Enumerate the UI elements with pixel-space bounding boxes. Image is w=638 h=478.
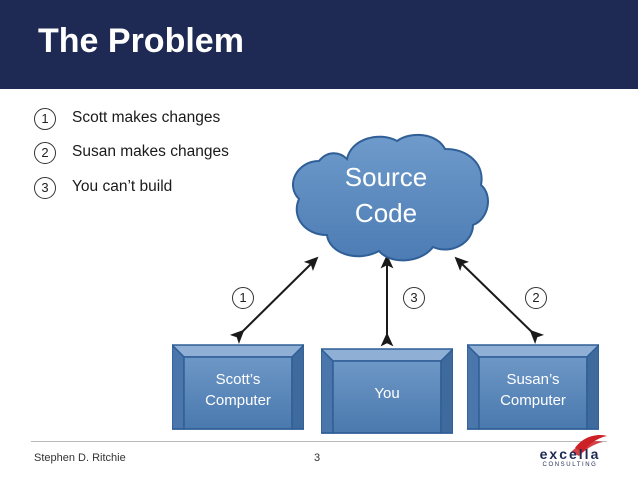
page-title: The Problem [38, 22, 244, 60]
box-label-line1: You [374, 385, 400, 402]
bullet-number-badge: 1 [34, 108, 56, 130]
box-scotts-computer: Scott’s Computer [172, 341, 304, 433]
title-bar [0, 0, 638, 89]
bullet-item-1: 1 Scott makes changes [34, 108, 264, 134]
footer-page-number: 3 [314, 452, 321, 464]
arrow-badge-3: 3 [403, 287, 425, 309]
logo-tagline: CONSULTING [542, 462, 598, 468]
bullet-number-badge: 2 [34, 142, 56, 164]
cloud-label: Source Code [279, 159, 493, 231]
arrow-badge-2: 2 [525, 287, 547, 309]
footer-divider [31, 441, 607, 442]
bullet-label: Scott makes changes [72, 109, 221, 126]
bullet-label: You can’t build [72, 178, 173, 195]
box-3d-shape [467, 343, 599, 430]
excella-logo: excella CONSULTING [531, 434, 609, 470]
bullet-item-3: 3 You can’t build [34, 177, 264, 203]
box-label-line1: Scott’s [215, 371, 261, 388]
box-label-line2: Computer [205, 392, 271, 409]
box-label-line1: Susan’s [506, 371, 560, 388]
arrow-scott-cloud [229, 256, 319, 345]
box-label-line2: Computer [500, 392, 566, 409]
bullet-label: Susan makes changes [72, 143, 229, 160]
box-3d-shape [172, 343, 304, 430]
bullet-item-2: 2 Susan makes changes [34, 142, 264, 168]
cloud-label-line1: Source [344, 162, 428, 192]
arrow-susan-cloud [454, 256, 545, 345]
bullet-number-badge: 3 [34, 177, 56, 199]
footer-author: Stephen D. Ritchie [34, 452, 126, 464]
box-3d-shape [321, 347, 453, 434]
arrow-badge-1: 1 [232, 287, 254, 309]
box-you: You [321, 345, 453, 437]
box-susans-computer: Susan’s Computer [467, 341, 599, 433]
source-code-cloud: Source Code [279, 129, 493, 269]
logo-wordmark: excella [539, 446, 601, 462]
cloud-shape [292, 133, 489, 262]
cloud-label-line2: Code [354, 198, 418, 228]
logo-swoosh-icon [571, 435, 607, 456]
